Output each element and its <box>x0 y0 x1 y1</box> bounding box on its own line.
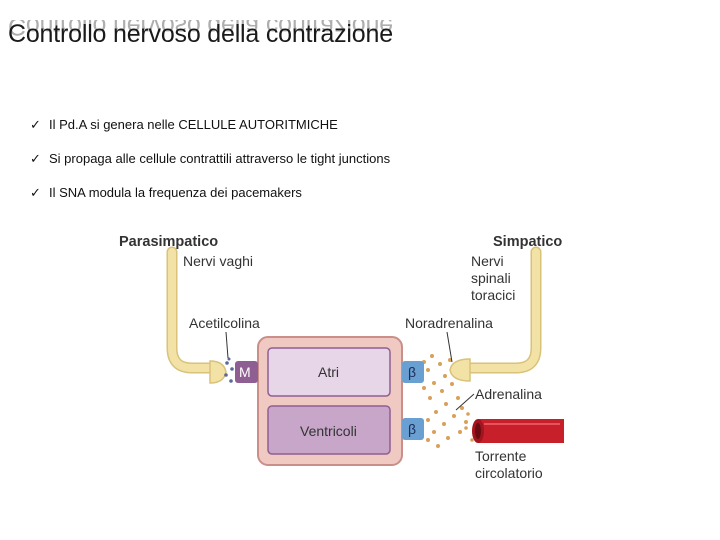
muscarinic-receptor-label: M <box>239 364 251 380</box>
muscarinic-receptor <box>235 361 258 383</box>
catecholamine-molecules <box>422 354 468 448</box>
bullet-text: Il Pd.A si genera nelle CELLULE AUTORITM… <box>49 117 338 132</box>
beta-receptor-atria <box>402 361 424 383</box>
acetylcholine-pointer <box>225 331 229 359</box>
ventricles-label: Ventricoli <box>300 423 357 439</box>
vagus-nerves-label: Nervi vaghi <box>183 253 253 269</box>
checkmark-icon: ✓ <box>30 117 41 132</box>
bloodstream-label-2: circolatorio <box>475 465 543 481</box>
atria-chamber <box>267 347 391 397</box>
beta-receptor-ventricles <box>402 418 424 440</box>
spinal-nerve-terminal <box>449 358 471 382</box>
bloodstream-label-1: Torrente <box>475 448 527 464</box>
vagus-nerve-terminal <box>209 360 227 384</box>
adrenaline-pointer <box>455 393 475 411</box>
spinal-nerves-label-1: Nervi <box>471 253 504 269</box>
blood-vessel <box>472 419 564 443</box>
vagus-nerve <box>166 246 218 374</box>
bloodstream-molecules <box>464 412 474 442</box>
ventricles-chamber <box>267 405 391 455</box>
noradrenaline-label: Noradrenalina <box>405 315 493 331</box>
checkmark-icon: ✓ <box>30 185 41 200</box>
bullet-text: Si propaga alle cellule contrattili attr… <box>49 151 391 166</box>
bullet-text: Il SNA modula la frequenza dei pacemaker… <box>49 185 302 200</box>
checkmark-icon: ✓ <box>30 151 41 166</box>
spinal-nerves-label-2: spinali <box>471 270 511 286</box>
atria-label: Atri <box>318 364 339 380</box>
spinal-nerves-label-3: toracici <box>471 287 515 303</box>
noradrenaline-pointer <box>446 331 453 363</box>
parasympathetic-label: Parasimpatico <box>119 234 218 250</box>
adrenaline-label: Adrenalina <box>475 386 542 402</box>
acetylcholine-label: Acetilcolina <box>189 315 260 331</box>
beta-receptor-atria-label: β <box>408 364 416 380</box>
slide-title: Controllo nervoso della contrazione <box>8 20 393 48</box>
sympathetic-label: Simpatico <box>493 234 562 250</box>
beta-receptor-ventricles-label: β <box>408 421 416 437</box>
acetylcholine-molecules <box>224 357 234 383</box>
